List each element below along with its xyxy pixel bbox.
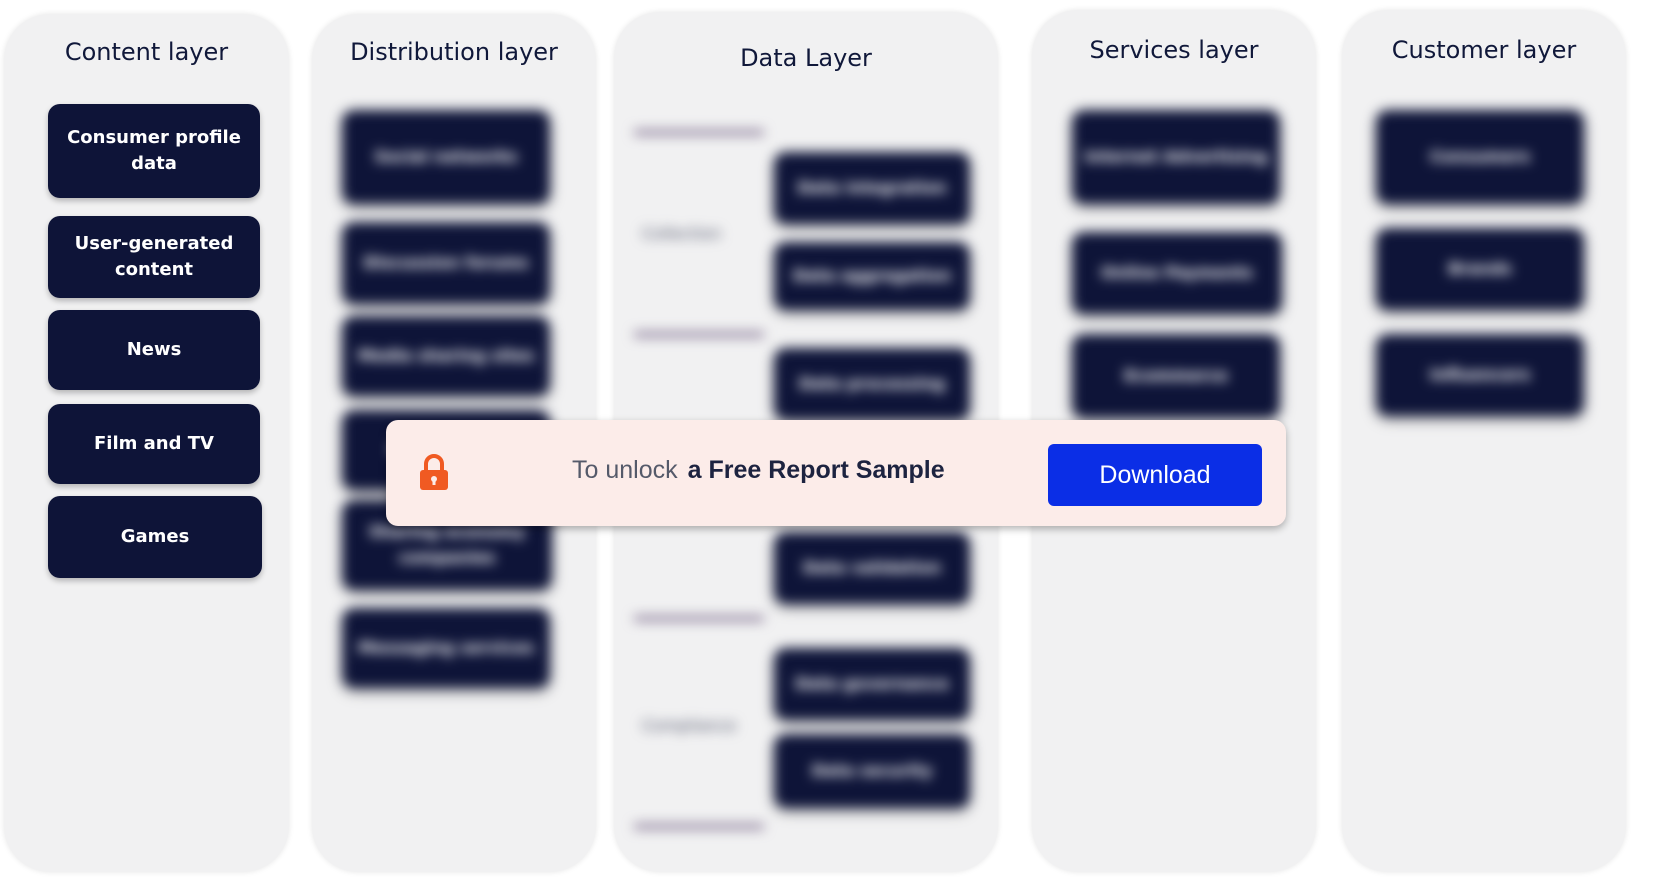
services-layer-title: Services layer xyxy=(1089,36,1259,64)
customer-layer-column: Customer layer Consumers Brands Influenc… xyxy=(1342,10,1626,872)
content-item-user-generated: User-generated content xyxy=(48,216,260,298)
data-item: Data integration xyxy=(774,152,970,224)
content-item-games: Games xyxy=(48,496,262,578)
divider-line xyxy=(634,332,764,337)
distribution-item: Media sharing sites xyxy=(342,316,550,396)
data-item: Data processing xyxy=(774,348,970,420)
group-label-collection: Collection xyxy=(642,224,722,243)
distribution-item: Discussion forums xyxy=(342,222,550,304)
data-item: Data security xyxy=(774,734,970,808)
divider-line xyxy=(634,824,764,829)
unlock-highlight: a Free Report Sample xyxy=(687,456,945,484)
group-label-compliance: Compliance xyxy=(642,716,737,735)
lock-icon xyxy=(418,454,450,492)
data-layer-title: Data Layer xyxy=(740,44,872,72)
services-item: Ecommerce xyxy=(1072,334,1280,418)
distribution-item: Social networks xyxy=(342,110,550,204)
download-button[interactable]: Download xyxy=(1048,444,1262,506)
services-item: Online Payments xyxy=(1072,232,1282,314)
content-layer-title: Content layer xyxy=(64,38,229,66)
data-item: Data aggregation xyxy=(774,242,970,310)
content-item-film-tv: Film and TV xyxy=(48,404,260,484)
customer-item: Brands xyxy=(1376,228,1584,310)
distribution-layer-title: Distribution layer xyxy=(350,38,558,66)
customer-item: Consumers xyxy=(1376,110,1584,204)
customer-item: Influencers xyxy=(1376,334,1584,416)
customer-layer-title: Customer layer xyxy=(1391,36,1577,64)
data-item: Data validation xyxy=(774,532,970,604)
divider-line xyxy=(634,130,764,135)
services-item: Internet Advertising xyxy=(1072,110,1280,204)
content-layer-column: Content layer Consumer profile data User… xyxy=(4,14,289,872)
content-item-consumer-profile: Consumer profile data xyxy=(48,104,260,198)
divider-line xyxy=(634,616,764,621)
distribution-item: Messaging services xyxy=(342,608,550,688)
unlock-prefix: To unlock xyxy=(572,456,678,484)
data-item: Data governance xyxy=(774,648,970,720)
unlock-text: To unlock a Free Report Sample xyxy=(572,456,945,485)
content-item-news: News xyxy=(48,310,260,390)
unlock-banner: To unlock a Free Report Sample Download xyxy=(386,420,1286,526)
